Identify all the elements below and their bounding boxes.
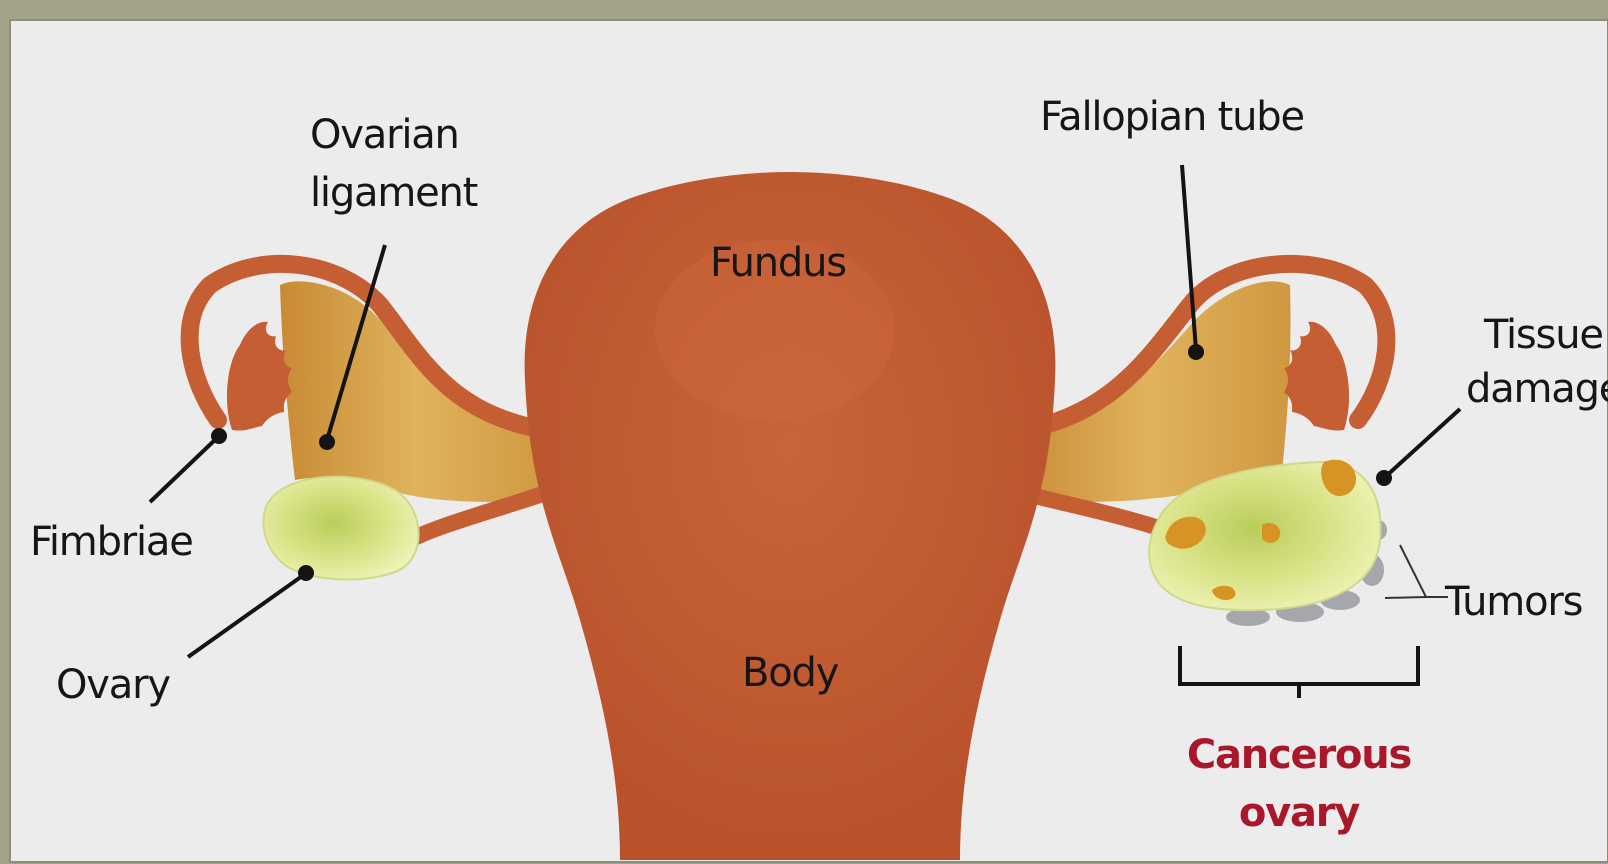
label-cancerous-ovary-line1: Cancerous [1187, 732, 1411, 778]
label-fimbriae: Fimbriae [30, 519, 193, 565]
dot-tissue-damage [1376, 470, 1392, 486]
label-ovarian-ligament-line2: ligament [310, 170, 478, 216]
dot-fallopian-tube [1188, 344, 1204, 360]
dot-fimbriae [211, 428, 227, 444]
label-fundus: Fundus [710, 240, 846, 286]
label-fallopian-tube: Fallopian tube [1040, 94, 1304, 140]
label-ovary: Ovary [56, 662, 170, 708]
label-tissue-damage-line1: Tissue [1483, 312, 1603, 358]
label-ovarian-ligament-line1: Ovarian [310, 112, 459, 158]
dot-ovarian-ligament [319, 434, 335, 450]
left-ovary [263, 477, 418, 580]
label-tumors: Tumors [1444, 579, 1582, 625]
label-body: Body [742, 650, 839, 696]
label-cancerous-ovary-line2: ovary [1239, 790, 1360, 836]
dot-ovary [298, 565, 314, 581]
label-tissue-damage-line2: damage [1466, 366, 1608, 412]
